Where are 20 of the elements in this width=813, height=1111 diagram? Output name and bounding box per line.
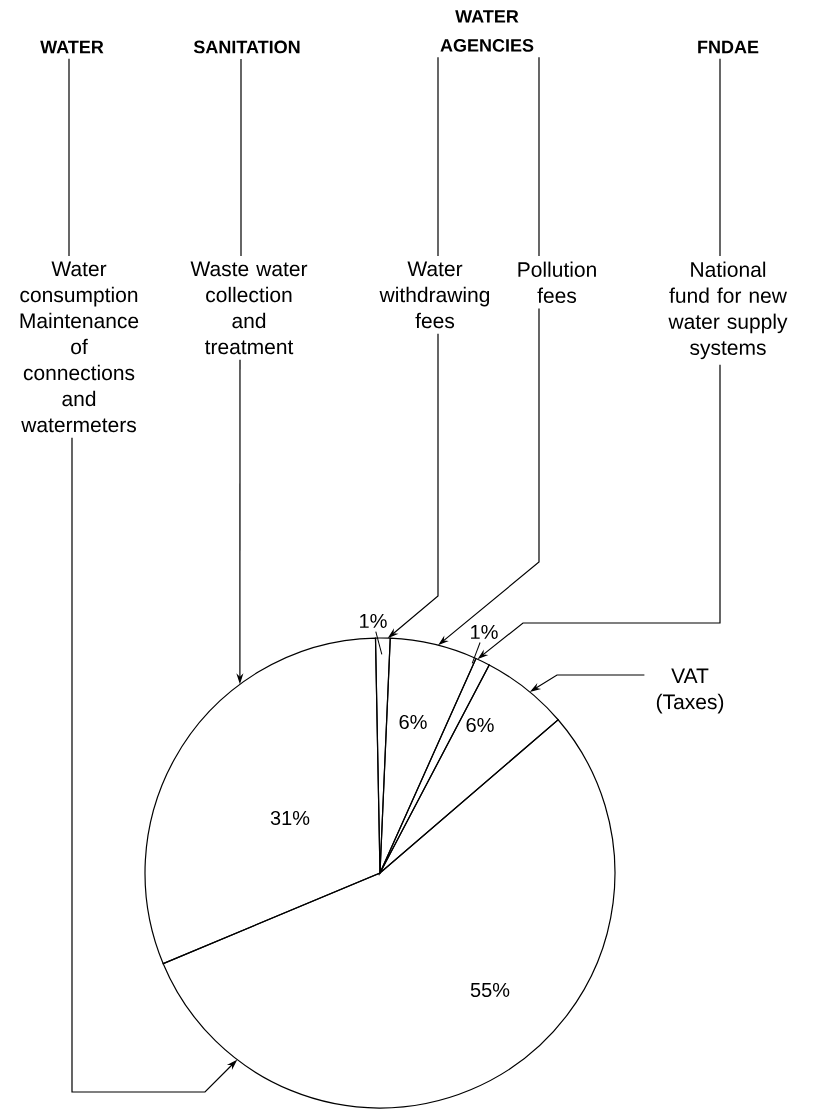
- column-heading: WATER: [40, 40, 104, 54]
- connector-line: [471, 642, 481, 664]
- pie-slice: 31%: [144, 637, 381, 965]
- percent-label: 1%: [360, 614, 387, 628]
- connector-line: [240, 58, 242, 257]
- column-heading: WATER AGENCIES: [440, 10, 534, 52]
- column-heading: SANITATION: [193, 40, 300, 54]
- connector-line: [437, 56, 439, 257]
- percent-label: 1%: [471, 625, 498, 639]
- connector-line: [375, 631, 383, 655]
- description-text: Pollution fees: [518, 261, 596, 303]
- column-heading: FNDAE: [698, 40, 759, 54]
- connector-line: [68, 58, 70, 257]
- connector-line: [719, 58, 721, 257]
- description-text: Water consumption Maintenance of connections and watermeters: [20, 261, 139, 433]
- description-text: National fund for new water supply systems: [668, 261, 788, 360]
- description-text: VAT (Taxes): [656, 668, 724, 714]
- description-text: Water withdrawing fees: [379, 261, 490, 329]
- connector-line: [538, 56, 540, 257]
- description-text: Waste water collection and treatment: [190, 261, 308, 355]
